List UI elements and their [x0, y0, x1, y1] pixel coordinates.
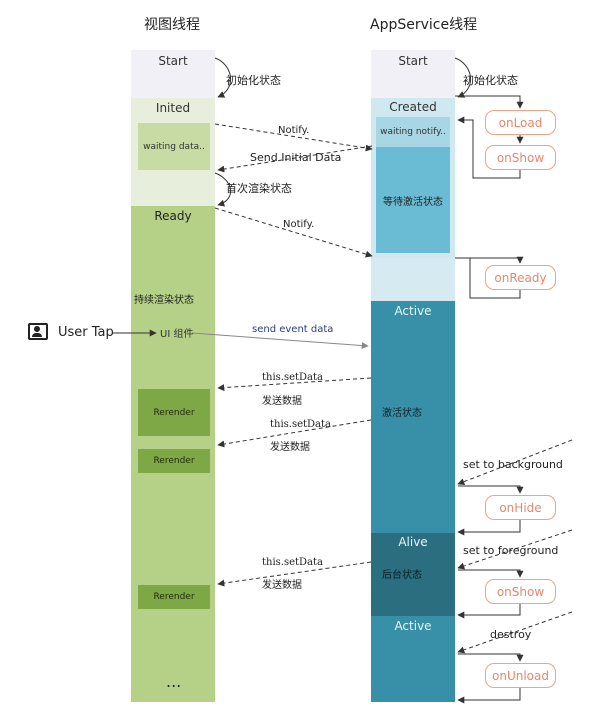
setdata-arrow-1	[217, 377, 372, 392]
onshow-to-created	[457, 116, 521, 179]
lifecycle-onready: onReady	[485, 265, 556, 290]
notify-label: Notify.	[278, 125, 310, 136]
user-tap-label[interactable]: User Tap	[58, 325, 114, 340]
send-initial-data-label: Send Initial Data	[250, 151, 342, 164]
created-to-onload	[455, 95, 524, 109]
view-thread-title: 视图线程	[144, 17, 200, 33]
app-wait-activate-block: 等待激活状态	[376, 147, 450, 253]
onhide-to-alive	[457, 520, 521, 536]
lifecycle-onshow-2: onShow	[485, 579, 556, 604]
background-dashed	[457, 439, 573, 485]
first-render-label: 首次渲染状态	[226, 182, 292, 195]
app-active2-block: Active	[371, 616, 455, 702]
ui-component-label[interactable]: UI 组件	[160, 329, 194, 340]
app-after-ready-block	[371, 258, 455, 301]
app-alive-block: Alive	[371, 533, 455, 616]
setdata-label-1: this.setData	[262, 372, 323, 383]
to-onshow-2	[458, 569, 524, 578]
app-init-curve	[454, 57, 472, 98]
view-continuous-render-label: 持续渲染状态	[134, 295, 194, 306]
setdata-arrow-2	[217, 419, 372, 448]
send-data-label-2: 发送数据	[270, 442, 310, 453]
send-event-data-arrow	[191, 332, 369, 350]
view-rerender-block-3: Rerender	[138, 585, 210, 609]
lifecycle-onunload: onUnload	[485, 663, 556, 688]
view-waiting-data-block: waiting data..	[138, 123, 210, 170]
foreground-dashed	[457, 529, 573, 570]
setdata-label-3: this.setData	[262, 557, 323, 568]
app-activated-state-label: 激活状态	[382, 408, 422, 419]
onunload-to-end	[457, 688, 521, 704]
lifecycle-onload: onLoad	[485, 110, 556, 135]
lifecycle-onhide: onHide	[485, 495, 556, 520]
send-data-label-1: 发送数据	[262, 396, 302, 407]
notify2-arrow	[214, 207, 373, 258]
view-init-state-label: 初始化状态	[226, 74, 281, 87]
setdata-label-2: this.setData	[270, 419, 331, 430]
app-background-state-label: 后台状态	[382, 570, 422, 581]
destroy-label: destroy	[490, 628, 532, 641]
first-render-curve	[214, 172, 231, 207]
app-waiting-notify-block: waiting notify..	[376, 117, 450, 147]
view-init-curve	[214, 57, 232, 98]
app-start-block: Start	[371, 50, 455, 98]
user-tap-icon	[28, 323, 48, 340]
app-init-state-label: 初始化状态	[463, 74, 518, 87]
send-initial-data-arrow	[217, 145, 373, 173]
send-event-data-label: send event data	[252, 324, 334, 335]
view-rerender-block-1: Rerender	[138, 389, 210, 436]
setdata-arrow-3	[217, 561, 372, 587]
set-to-background-label: set to background	[463, 458, 563, 471]
to-onhide	[458, 485, 524, 494]
notify-arrow	[214, 123, 373, 152]
view-rerender-block-2: Rerender	[138, 449, 210, 473]
onshow2-to-active	[457, 604, 521, 619]
view-start-block: Start	[131, 50, 215, 98]
onready-to-active	[469, 258, 521, 299]
to-onunload	[458, 653, 524, 662]
view-ellipsis: ...	[166, 672, 182, 691]
appservice-thread-title: AppService线程	[370, 17, 478, 33]
set-to-foreground-label: set to foreground	[463, 544, 559, 557]
send-data-label-3: 发送数据	[262, 580, 302, 591]
ready-to-onready	[455, 256, 524, 264]
app-active-block: Active	[371, 301, 455, 533]
notify2-label: Notify.	[283, 219, 315, 230]
destroy-dashed	[457, 611, 573, 654]
lifecycle-onshow: onShow	[485, 145, 556, 170]
